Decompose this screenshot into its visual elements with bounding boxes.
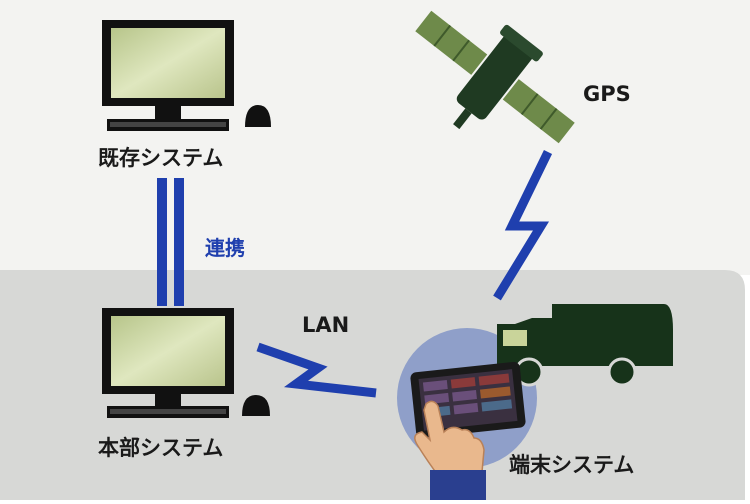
- hand-icon: [414, 400, 486, 500]
- hq-computer-icon: [102, 308, 234, 418]
- existing-computer-icon: [102, 20, 234, 131]
- existing-system-label: 既存システム: [98, 146, 224, 170]
- lan-label: LAN: [302, 313, 350, 337]
- hq-system-label: 本部システム: [98, 436, 224, 460]
- mouse-icon: [245, 105, 271, 127]
- link-connector: [157, 178, 184, 306]
- terminal-system-label: 端末システム: [509, 453, 635, 477]
- gps-label: GPS: [583, 82, 631, 106]
- satellite-icon: [415, 10, 575, 144]
- mouse-icon: [242, 395, 270, 416]
- garbage-truck-icon: [497, 304, 673, 387]
- lan-signal-bolt: [256, 342, 377, 398]
- gps-signal-bolt: [493, 150, 553, 301]
- link-label: 連携: [205, 236, 245, 260]
